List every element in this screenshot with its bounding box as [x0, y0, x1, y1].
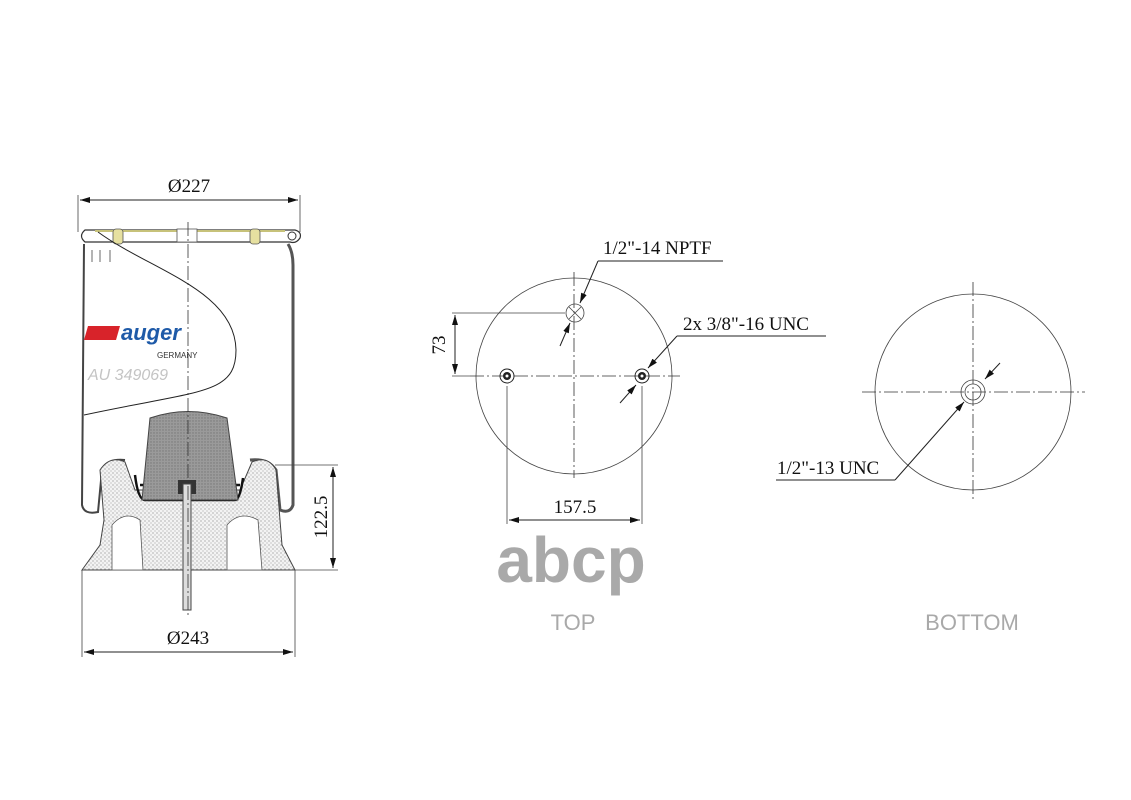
bottom-diameter-label: Ø243 [167, 628, 209, 649]
studs-label: 2x 3/8"-16 UNC [683, 314, 809, 335]
auger-logo-mark [84, 326, 120, 340]
height-dimension-label: 122.5 [311, 496, 332, 539]
offset-dimension-label: 73 [429, 336, 450, 355]
stud-hole-left [499, 368, 515, 384]
stud-hole-right [634, 368, 650, 384]
top-caption: TOP [551, 610, 596, 635]
bottom-view: 1/2"-13 UNC BOTTOM [776, 282, 1085, 635]
port-label: 1/2"-14 NPTF [603, 238, 712, 259]
abcp-watermark: abcp [496, 524, 645, 596]
top-view: 73 157.5 1/2"-14 NPTF 2x 3/8"-16 UNC TOP [429, 238, 826, 635]
side-view: Ø227 auger GERMANY AU 349069 122.5 Ø243 [77, 176, 338, 657]
brand-name: auger [121, 320, 182, 345]
bottom-caption: BOTTOM [925, 610, 1019, 635]
part-number: AU 349069 [87, 367, 168, 384]
thread-label: 1/2"-13 UNC [777, 458, 879, 479]
top-diameter-label: Ø227 [168, 176, 210, 197]
spacing-dimension-label: 157.5 [554, 497, 597, 518]
brand-country: GERMANY [157, 351, 198, 360]
